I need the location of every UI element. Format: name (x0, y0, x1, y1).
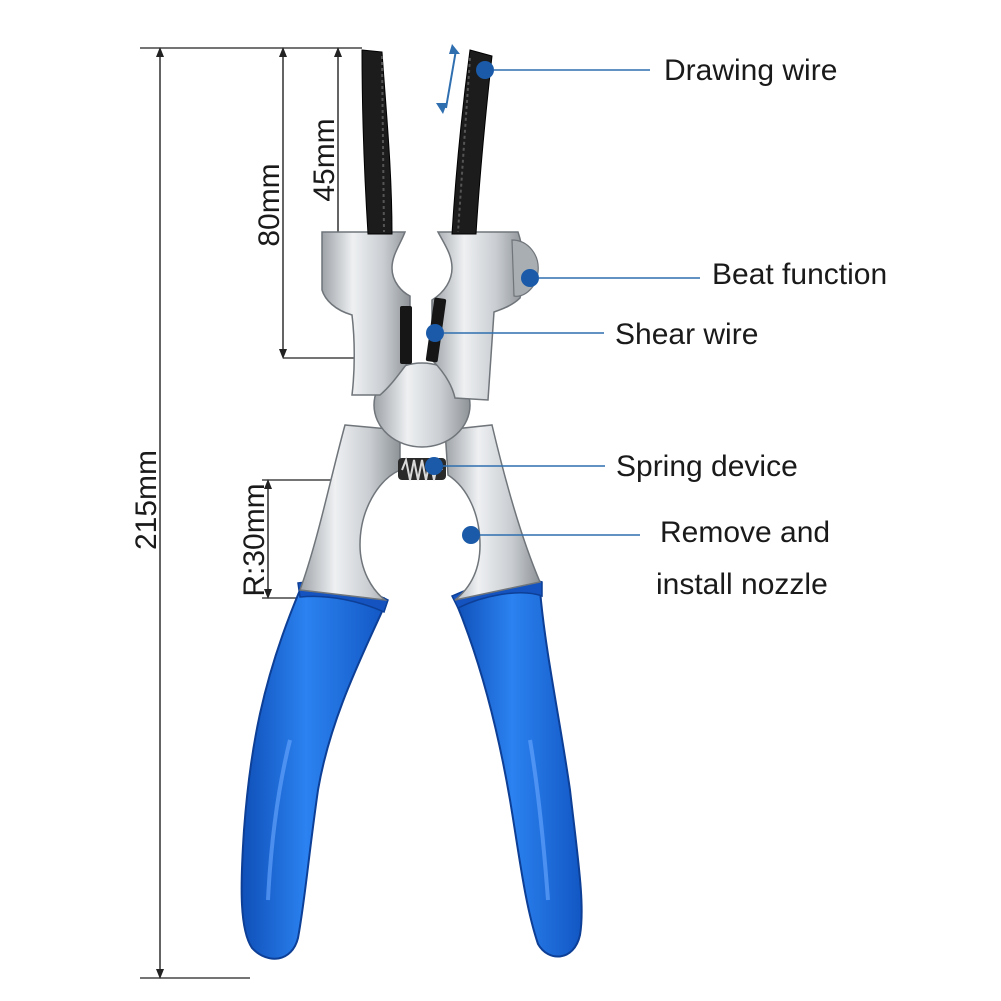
dimension-label-r30: R:30mm (238, 483, 271, 596)
callout-shear-wire: Shear wire (426, 318, 758, 351)
right-handle (453, 584, 583, 958)
dimension-label-80: 80mm (253, 163, 286, 246)
callout-label-beat-function: Beat function (712, 258, 887, 291)
callout-label-remove-and: Remove and (660, 516, 830, 549)
left-nose-jaw (361, 49, 393, 235)
callout-remove-install-nozzle: Remove and install nozzle (462, 516, 830, 601)
callout-beat-function: Beat function (521, 258, 887, 291)
pivot-joint (373, 362, 471, 448)
pliers-illustration (240, 44, 583, 960)
callout-label-shear-wire: Shear wire (615, 318, 758, 351)
motion-arrow-icon (436, 44, 460, 114)
callout-drawing-wire: Drawing wire (476, 54, 837, 87)
dimension-215: 215mm (130, 47, 362, 979)
left-handle (240, 587, 387, 960)
dimension-80: 80mm (253, 47, 400, 359)
shear-blade-left (400, 306, 412, 364)
callout-label-install-nozzle: install nozzle (656, 568, 828, 601)
dimension-label-215: 215mm (130, 450, 163, 550)
left-lower-jaw (298, 424, 401, 602)
dimension-45: 45mm (308, 47, 370, 247)
callout-label-spring-device: Spring device (616, 450, 798, 483)
right-lower-jaw (444, 424, 542, 601)
right-upper-head (431, 231, 525, 401)
left-upper-head (321, 231, 411, 396)
right-nose-jaw (451, 49, 493, 235)
callout-spring-device: Spring device (425, 450, 798, 483)
callout-label-drawing-wire: Drawing wire (664, 54, 837, 87)
dimension-label-45: 45mm (308, 118, 341, 201)
